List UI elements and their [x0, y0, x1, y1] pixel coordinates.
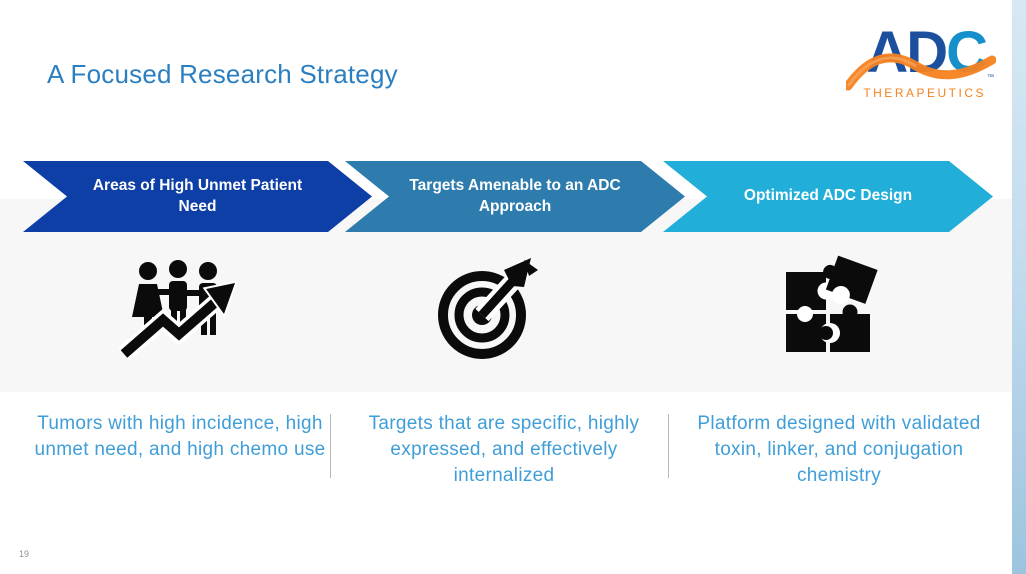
logo-wordmark: ADC — [866, 20, 988, 85]
chevron-step-adc-design: Optimized ADC Design — [663, 161, 993, 232]
adc-therapeutics-logo: ADC ™ THERAPEUTICS — [846, 20, 996, 108]
description-targets: Targets that are specific, highly expres… — [368, 413, 640, 487]
chevron-step-targets: Targets Amenable to an ADC Approach — [345, 161, 685, 232]
description-adc-design: Platform designed with validated toxin, … — [697, 413, 981, 487]
people-growth-icon — [118, 258, 242, 365]
logo-subtext: THERAPEUTICS — [863, 86, 986, 100]
logo-trademark: ™ — [987, 74, 994, 81]
page-title: A Focused Research Strategy — [47, 59, 398, 89]
page-number: 19 — [19, 549, 30, 559]
right-edge-strip — [1012, 0, 1026, 574]
description-unmet-need: Tumors with high incidence, high unmet n… — [34, 413, 326, 461]
column-divider — [330, 414, 331, 478]
target-dart-icon — [434, 256, 540, 365]
column-divider — [668, 414, 669, 478]
puzzle-icon — [772, 254, 884, 363]
chevron-step-unmet-need: Areas of High Unmet Patient Need — [23, 161, 372, 232]
